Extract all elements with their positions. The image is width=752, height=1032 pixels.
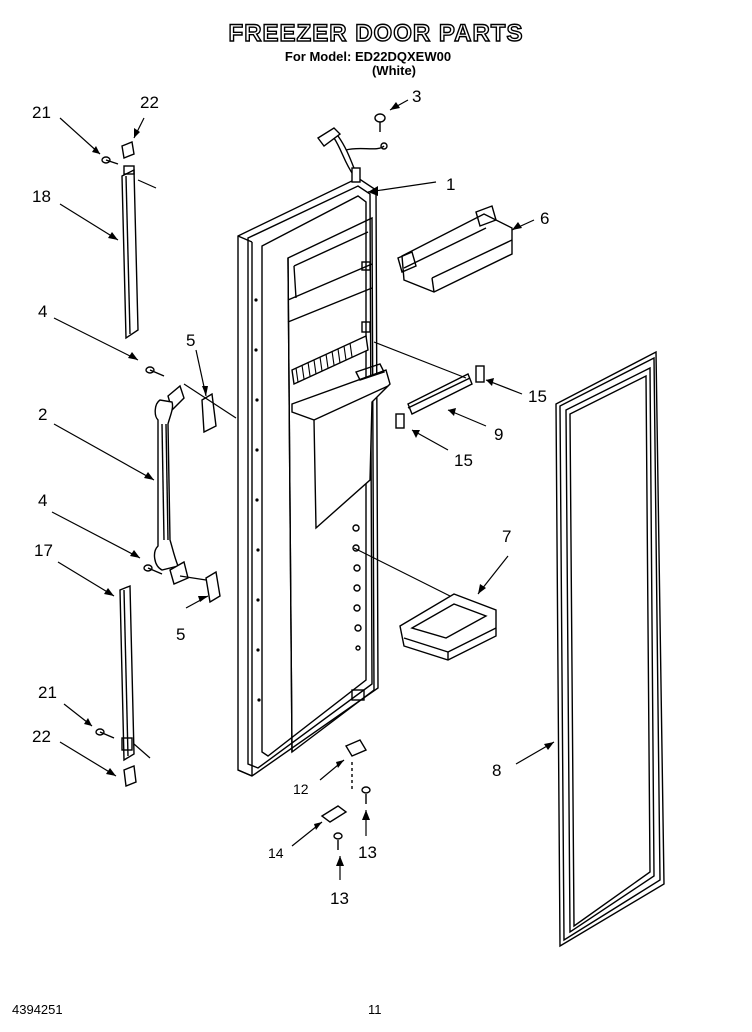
dispenser-bin-part: [399, 593, 497, 661]
callout-13-right: 13: [358, 843, 377, 862]
callout-1: 1: [446, 175, 455, 194]
door-panel-part: [237, 177, 391, 777]
callout-5-lower: 5: [176, 625, 185, 644]
diagram-title: FREEZER DOOR PARTS: [228, 19, 524, 47]
rail-part: [395, 365, 485, 429]
callout-15-upper: 15: [528, 387, 547, 406]
callout-labels: 1 2 3 4 4 5 5 6 7 8 9 12 13 13 14 15 15 …: [32, 87, 549, 908]
wiring-harness: [316, 127, 388, 183]
hinge-parts: [320, 739, 371, 850]
door-handle-part: [143, 366, 189, 585]
callout-18: 18: [32, 187, 51, 206]
screw-part-3: [374, 113, 386, 132]
callout-15-lower: 15: [454, 451, 473, 470]
callout-22-lower: 22: [32, 727, 51, 746]
model-line: For Model: ED22DQXEW00: [284, 49, 452, 64]
callout-17: 17: [34, 541, 53, 560]
door-gasket-part: [555, 350, 665, 948]
color-line: (White): [371, 63, 417, 78]
clip-part-5: [201, 392, 221, 604]
callout-6: 6: [540, 209, 549, 228]
door-shelf-part: [397, 205, 513, 293]
leader-arrowheads: [84, 102, 554, 866]
trim-part-17: [95, 584, 137, 787]
callout-3: 3: [412, 87, 421, 106]
callout-21-upper: 21: [32, 103, 51, 122]
trim-part-18: [101, 141, 139, 340]
callout-4-upper: 4: [38, 302, 47, 321]
callout-4-lower: 4: [38, 491, 47, 510]
callout-2: 2: [38, 405, 47, 424]
page-number: 11: [368, 1002, 382, 1017]
document-number: 4394251: [12, 1002, 63, 1017]
callout-9: 9: [494, 425, 503, 444]
callout-8: 8: [492, 761, 501, 780]
callout-5-upper: 5: [186, 331, 195, 350]
callout-21-lower: 21: [38, 683, 57, 702]
callout-22-upper: 22: [140, 93, 159, 112]
callout-13-lower: 13: [330, 889, 349, 908]
callout-12: 12: [293, 781, 309, 797]
callout-14: 14: [268, 845, 284, 861]
callout-7: 7: [502, 527, 511, 546]
